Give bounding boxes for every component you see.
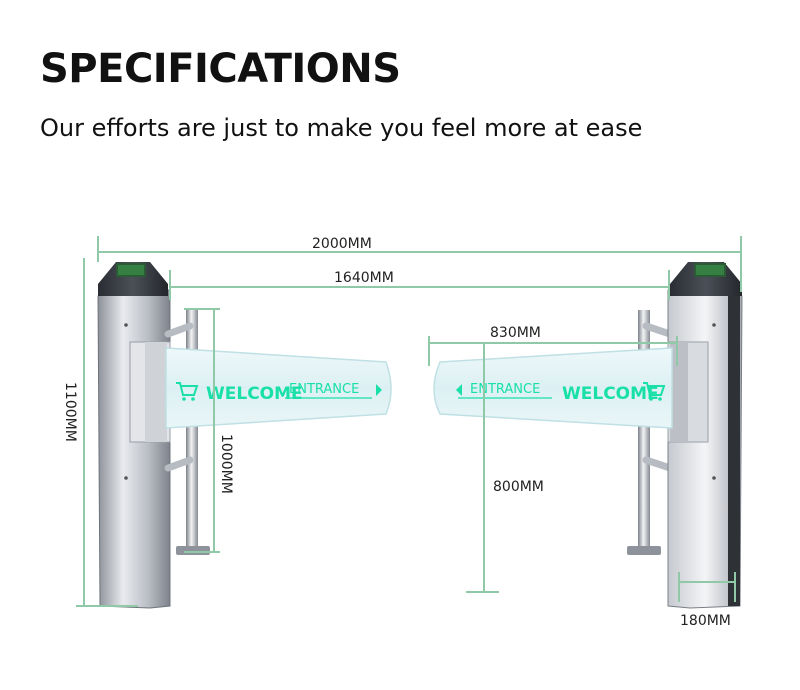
- right-entrance-text: ENTRANCE: [470, 382, 540, 397]
- dim-overall-width: 2000MM: [312, 236, 372, 252]
- shopping-cart-icon: [643, 382, 666, 401]
- arrow-right-icon: [376, 384, 382, 396]
- dim-panel-width: 830MM: [490, 325, 541, 341]
- shopping-cart-icon: [176, 382, 199, 401]
- left-cabinet: [97, 289, 171, 609]
- dim-panel-height: 800MM: [493, 479, 544, 495]
- left-pole: [186, 310, 198, 554]
- left-cabinet-top: [98, 262, 168, 296]
- arrow-left-icon: [456, 384, 462, 396]
- dim-gate-height: 1100MM: [62, 382, 78, 442]
- right-pole: [638, 310, 650, 554]
- left-welcome-text: WELCOME: [206, 384, 303, 404]
- dim-arm-height: 1000MM: [218, 434, 234, 494]
- left-gate: [97, 262, 210, 609]
- dimension-lines: [76, 236, 742, 607]
- right-welcome-text: WELCOME: [562, 384, 659, 404]
- dim-passage-width: 1640MM: [334, 270, 394, 286]
- right-gate: [627, 262, 743, 609]
- right-glass-panel: ENTRANCE WELCOME: [433, 347, 673, 429]
- dim-post-width: 180MM: [680, 613, 731, 629]
- page-subtitle: Our efforts are just to make you feel mo…: [40, 114, 643, 142]
- left-entrance-text: ENTRANCE: [289, 382, 359, 397]
- page-title: SPECIFICATIONS: [40, 46, 401, 92]
- left-glass-panel: WELCOME ENTRANCE: [165, 347, 392, 429]
